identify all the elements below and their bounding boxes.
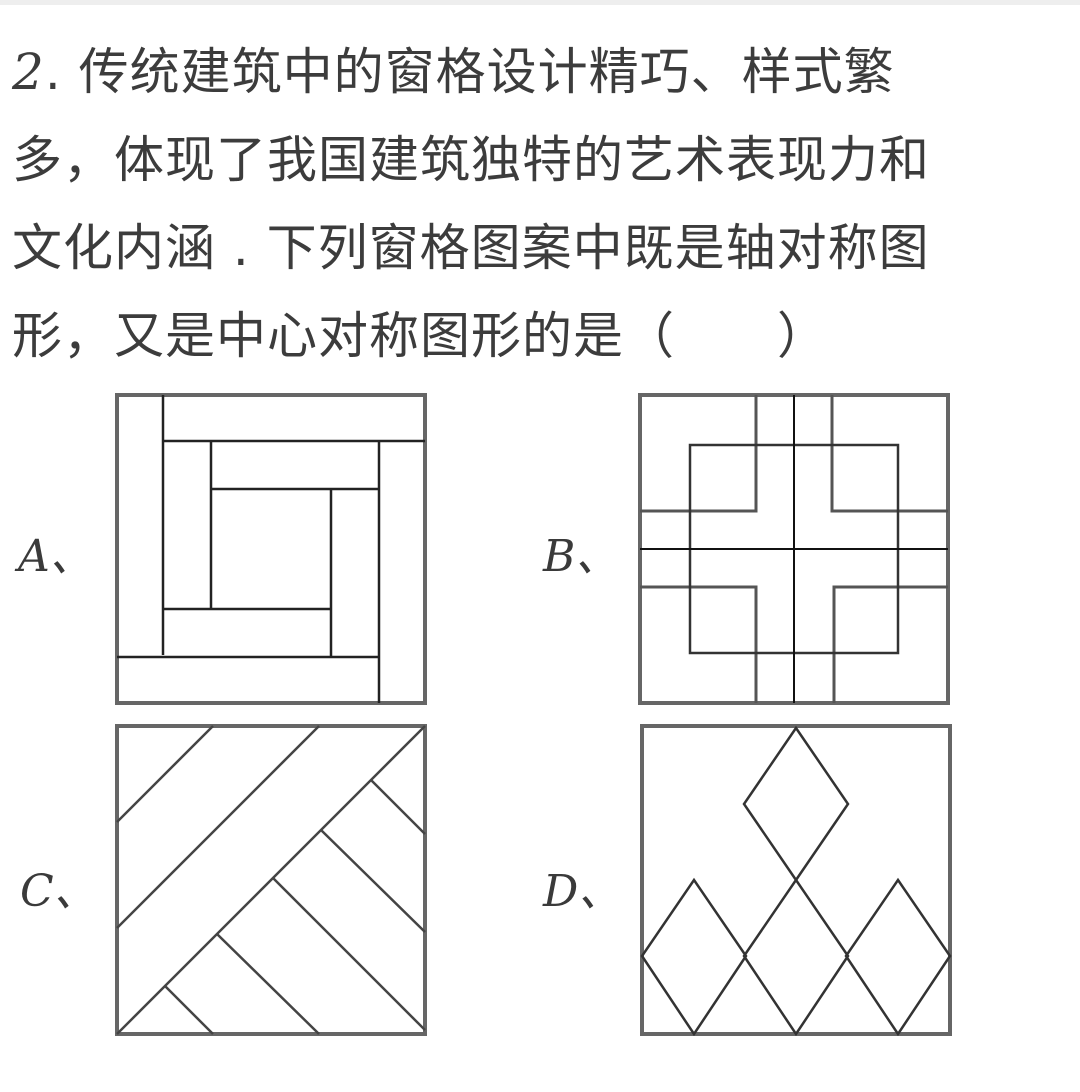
option-d-label[interactable]: D、 <box>543 866 623 917</box>
question-line-4: 形，又是中心对称图形的是（ ） <box>12 307 828 365</box>
option-c-figure[interactable] <box>115 724 427 1036</box>
option-d-figure[interactable] <box>640 724 952 1036</box>
window-lattice-a-icon <box>115 393 427 705</box>
window-lattice-b-icon <box>638 393 950 705</box>
option-c-label[interactable]: C、 <box>20 866 98 917</box>
window-lattice-d-icon <box>640 724 952 1036</box>
option-b-figure[interactable] <box>638 393 950 705</box>
question-number: 2 <box>12 43 45 101</box>
option-a-figure[interactable] <box>115 393 427 705</box>
window-lattice-c-icon <box>115 724 427 1036</box>
question-line-3: 文化内涵 . 下列窗格图案中既是轴对称图 <box>12 219 930 277</box>
option-a-label[interactable]: A、 <box>18 531 94 582</box>
question-line-1: 2. 传统建筑中的窗格设计精巧、样式繁 <box>12 43 895 101</box>
question-line-2: 多，体现了我国建筑独特的艺术表现力和 <box>12 131 930 189</box>
top-divider <box>0 0 1080 5</box>
option-b-label[interactable]: B、 <box>543 531 620 582</box>
